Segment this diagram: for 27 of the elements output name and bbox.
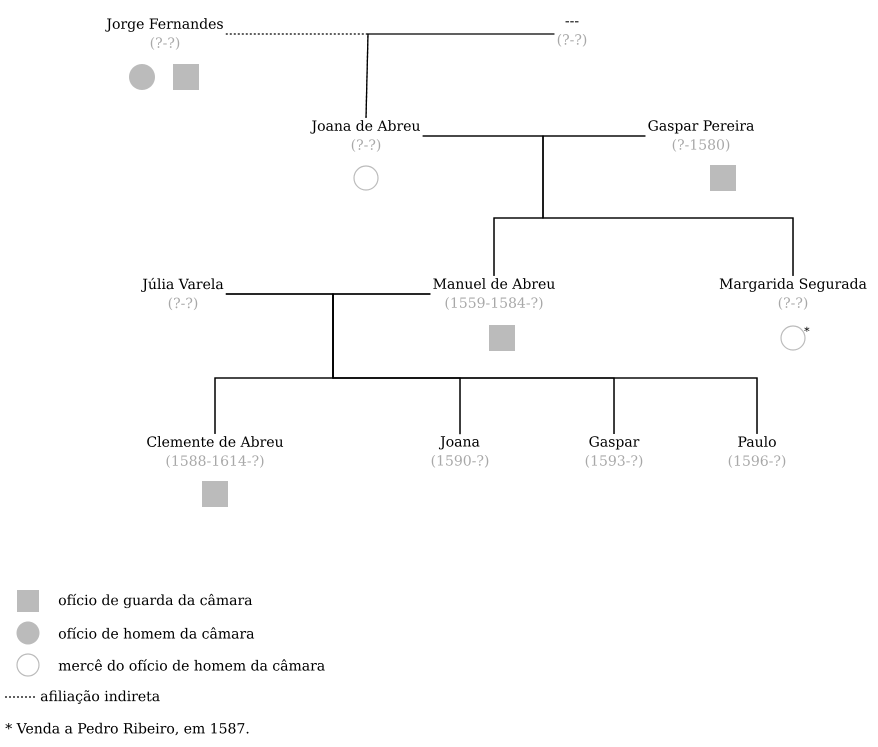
family-line — [365, 33, 554, 118]
legend-text: ofício de homem da câmara — [58, 627, 254, 639]
person-label: Jorge Fernandes (?-?) — [105, 18, 223, 50]
person-label: Gaspar (1593-?) — [586, 436, 642, 468]
footnote-mark: * — [804, 326, 810, 332]
person-label: Manuel de Abreu (1559-1584-?) — [433, 278, 555, 310]
ring-symbol — [780, 325, 806, 351]
ring-symbol — [353, 165, 379, 191]
person-label: --- (?-?) — [558, 21, 586, 47]
legend-text: afiliação indireta — [40, 690, 160, 704]
person-label: Joana de Abreu (?-?) — [310, 120, 420, 152]
legend-text: ofício de guarda da câmara — [58, 594, 252, 608]
footnote: * Venda a Pedro Ribeiro, em 1587. — [5, 722, 248, 736]
family-line — [332, 293, 758, 434]
person-label: Júlia Varela (?-?) — [141, 278, 224, 310]
square-symbol — [489, 325, 515, 351]
legend-text: mercê do ofício de homem da câmara — [58, 659, 325, 671]
person-label: Paulo (1596-?) — [728, 436, 786, 468]
square-symbol — [710, 165, 736, 191]
circle-symbol — [129, 64, 155, 90]
square-symbol — [173, 64, 199, 90]
square-symbol — [202, 481, 228, 507]
person-label: Joana (1590-?) — [432, 436, 488, 468]
person-label: Margarida Segurada (?-?) — [720, 278, 866, 310]
family-line — [542, 135, 794, 276]
person-label: Clemente de Abreu (1588-1614-?) — [147, 436, 284, 468]
person-label: Gaspar Pereira (?-1580) — [648, 120, 754, 152]
